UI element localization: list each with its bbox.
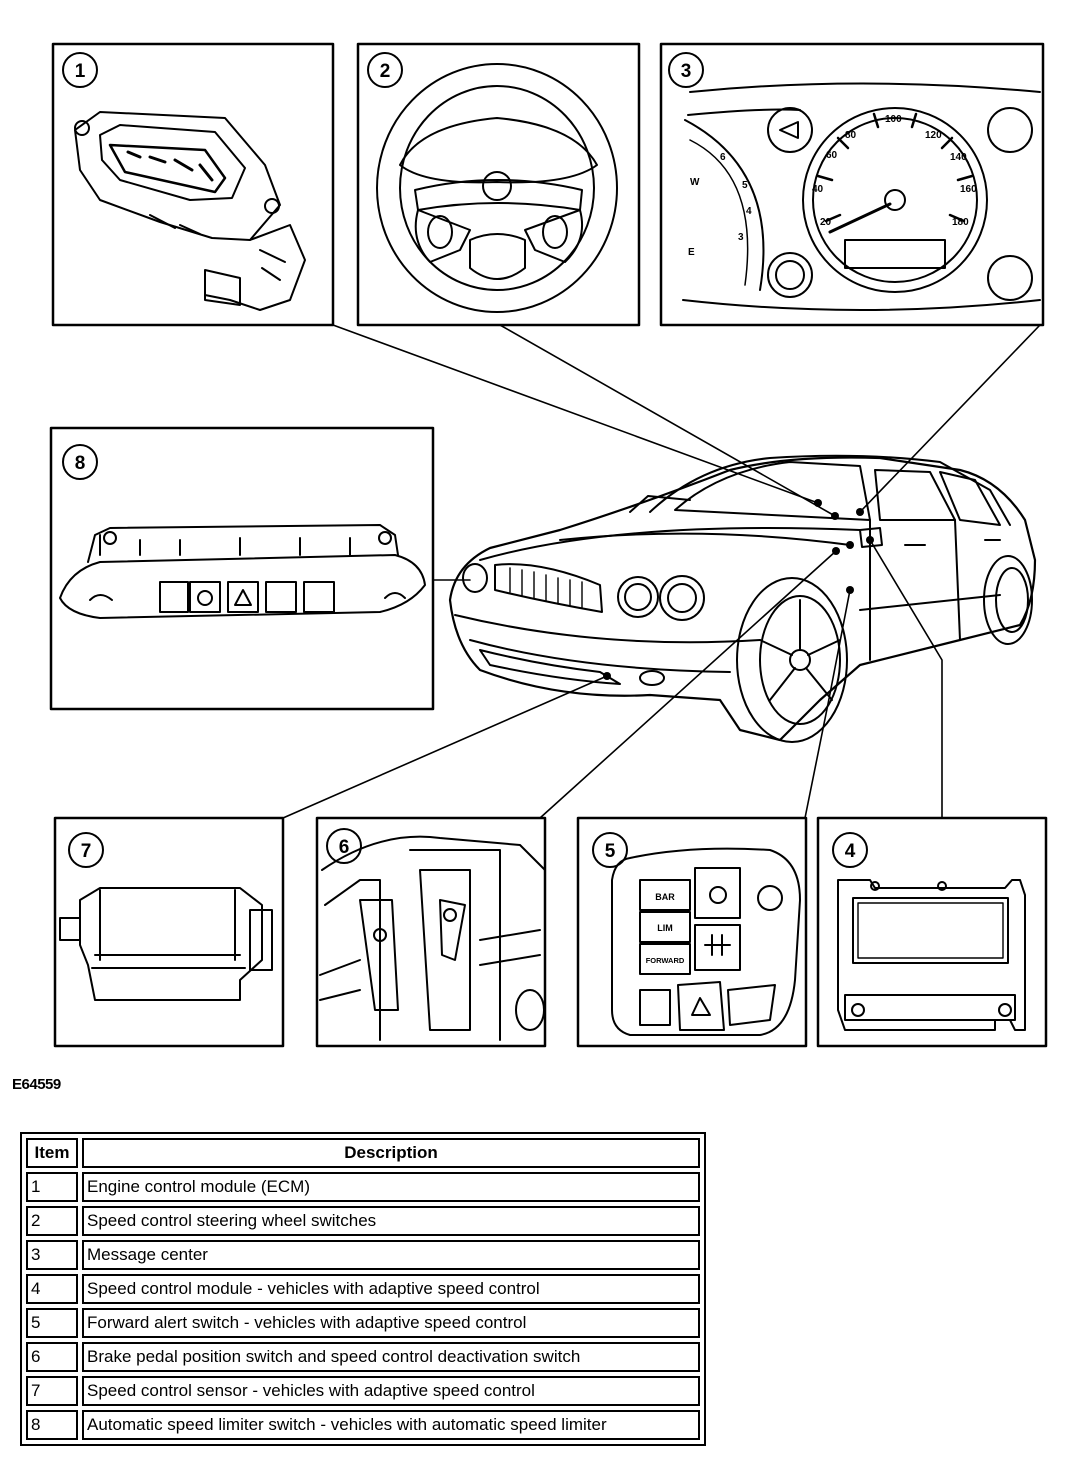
callout-7: 7 — [68, 832, 104, 868]
legend-item-description: Engine control module (ECM) — [82, 1172, 700, 1202]
callout-2: 2 — [367, 52, 403, 88]
legend-row: 8 Automatic speed limiter switch - vehic… — [26, 1410, 700, 1440]
legend-item-number: 6 — [26, 1342, 78, 1372]
callout-6: 6 — [326, 828, 362, 864]
panel-ecm: 1 — [51, 42, 335, 327]
legend-row: 7 Speed control sensor - vehicles with a… — [26, 1376, 700, 1406]
svg-text:60: 60 — [826, 150, 838, 161]
callout-5: 5 — [592, 832, 628, 868]
legend-row: 6 Brake pedal position switch and speed … — [26, 1342, 700, 1372]
panel-speed-control-module: 4 — [816, 816, 1048, 1048]
legend-item-number: 1 — [26, 1172, 78, 1202]
svg-text:2: 2 — [380, 61, 391, 82]
svg-text:3: 3 — [738, 232, 744, 243]
svg-text:140: 140 — [950, 152, 967, 163]
svg-text:160: 160 — [960, 184, 977, 195]
legend-row: 5 Forward alert switch - vehicles with a… — [26, 1308, 700, 1338]
svg-text:6: 6 — [339, 837, 350, 858]
panel-steering-wheel: 2 — [356, 42, 641, 327]
callout-1: 1 — [62, 52, 98, 88]
svg-text:7: 7 — [81, 841, 92, 862]
instrument-cluster-drawing: 20 40 60 80 100 120 140 160 180 6 5 4 3 W E — [682, 82, 1041, 311]
svg-text:8: 8 — [75, 453, 86, 474]
legend-header-row: Item Description — [26, 1138, 700, 1168]
svg-text:100: 100 — [885, 114, 902, 125]
svg-text:BAR: BAR — [655, 892, 675, 902]
panel-brake-pedal-switch: 6 — [315, 816, 547, 1048]
svg-text:120: 120 — [925, 130, 942, 141]
callout-4: 4 — [832, 832, 868, 868]
legend-item-description: Speed control sensor - vehicles with ada… — [82, 1376, 700, 1406]
legend-item-number: 3 — [26, 1240, 78, 1270]
legend-item-number: 5 — [26, 1308, 78, 1338]
legend-row: 3 Message center — [26, 1240, 700, 1270]
switch-panel-drawing: BAR LIM FORWARD — [611, 847, 801, 1036]
svg-text:1: 1 — [75, 61, 86, 82]
radar-sensor-drawing — [59, 887, 273, 1001]
svg-text:4: 4 — [845, 841, 856, 862]
control-module-drawing — [837, 879, 1026, 1031]
legend-header-item: Item — [26, 1138, 78, 1168]
panel-speed-limiter-switch: 8 — [49, 426, 435, 711]
figure-id: E64559 — [12, 1076, 61, 1093]
svg-text:40: 40 — [812, 184, 824, 195]
switch-pack-drawing — [59, 524, 426, 619]
ecm-module-drawing — [74, 111, 306, 311]
legend-row: 2 Speed control steering wheel switches — [26, 1206, 700, 1236]
svg-text:6: 6 — [720, 152, 726, 163]
svg-text:180: 180 — [952, 217, 969, 228]
panel-speed-control-sensor: 7 — [53, 816, 285, 1048]
steering-wheel-drawing — [376, 63, 618, 313]
legend-table: Item Description 1 Engine control module… — [20, 1132, 706, 1446]
vehicle-drawing — [448, 454, 1037, 743]
legend-item-number: 7 — [26, 1376, 78, 1406]
legend-item-number: 2 — [26, 1206, 78, 1236]
legend-item-description: Automatic speed limiter switch - vehicle… — [82, 1410, 700, 1440]
panel-message-center: 20 40 60 80 100 120 140 160 180 6 5 4 3 W E 3 — [659, 42, 1045, 327]
svg-text:80: 80 — [845, 130, 857, 141]
svg-text:20: 20 — [820, 217, 832, 228]
legend-row: 4 Speed control module - vehicles with a… — [26, 1274, 700, 1304]
legend-item-description: Forward alert switch - vehicles with ada… — [82, 1308, 700, 1338]
legend-row: 1 Engine control module (ECM) — [26, 1172, 700, 1202]
svg-text:3: 3 — [681, 61, 692, 82]
legend-item-description: Speed control steering wheel switches — [82, 1206, 700, 1236]
svg-text:E: E — [688, 247, 695, 258]
leader-lines — [282, 324, 1041, 819]
legend-item-number: 8 — [26, 1410, 78, 1440]
legend-item-number: 4 — [26, 1274, 78, 1304]
legend-item-description: Brake pedal position switch and speed co… — [82, 1342, 700, 1372]
svg-text:LIM: LIM — [657, 923, 673, 933]
svg-text:5: 5 — [605, 841, 616, 862]
legend-header-description: Description — [82, 1138, 700, 1168]
pedal-area-drawing — [319, 835, 546, 1041]
callout-3: 3 — [668, 52, 704, 88]
component-location-diagram: 1 2 — [49, 42, 1048, 1048]
legend-item-description: Message center — [82, 1240, 700, 1270]
svg-text:FORWARD: FORWARD — [646, 956, 685, 965]
svg-text:4: 4 — [746, 206, 752, 217]
callout-8: 8 — [62, 444, 98, 480]
legend-item-description: Speed control module - vehicles with ada… — [82, 1274, 700, 1304]
svg-text:5: 5 — [742, 180, 748, 191]
svg-text:W: W — [690, 177, 700, 188]
panel-forward-alert-switch: BAR LIM FORWARD 5 — [576, 816, 808, 1048]
